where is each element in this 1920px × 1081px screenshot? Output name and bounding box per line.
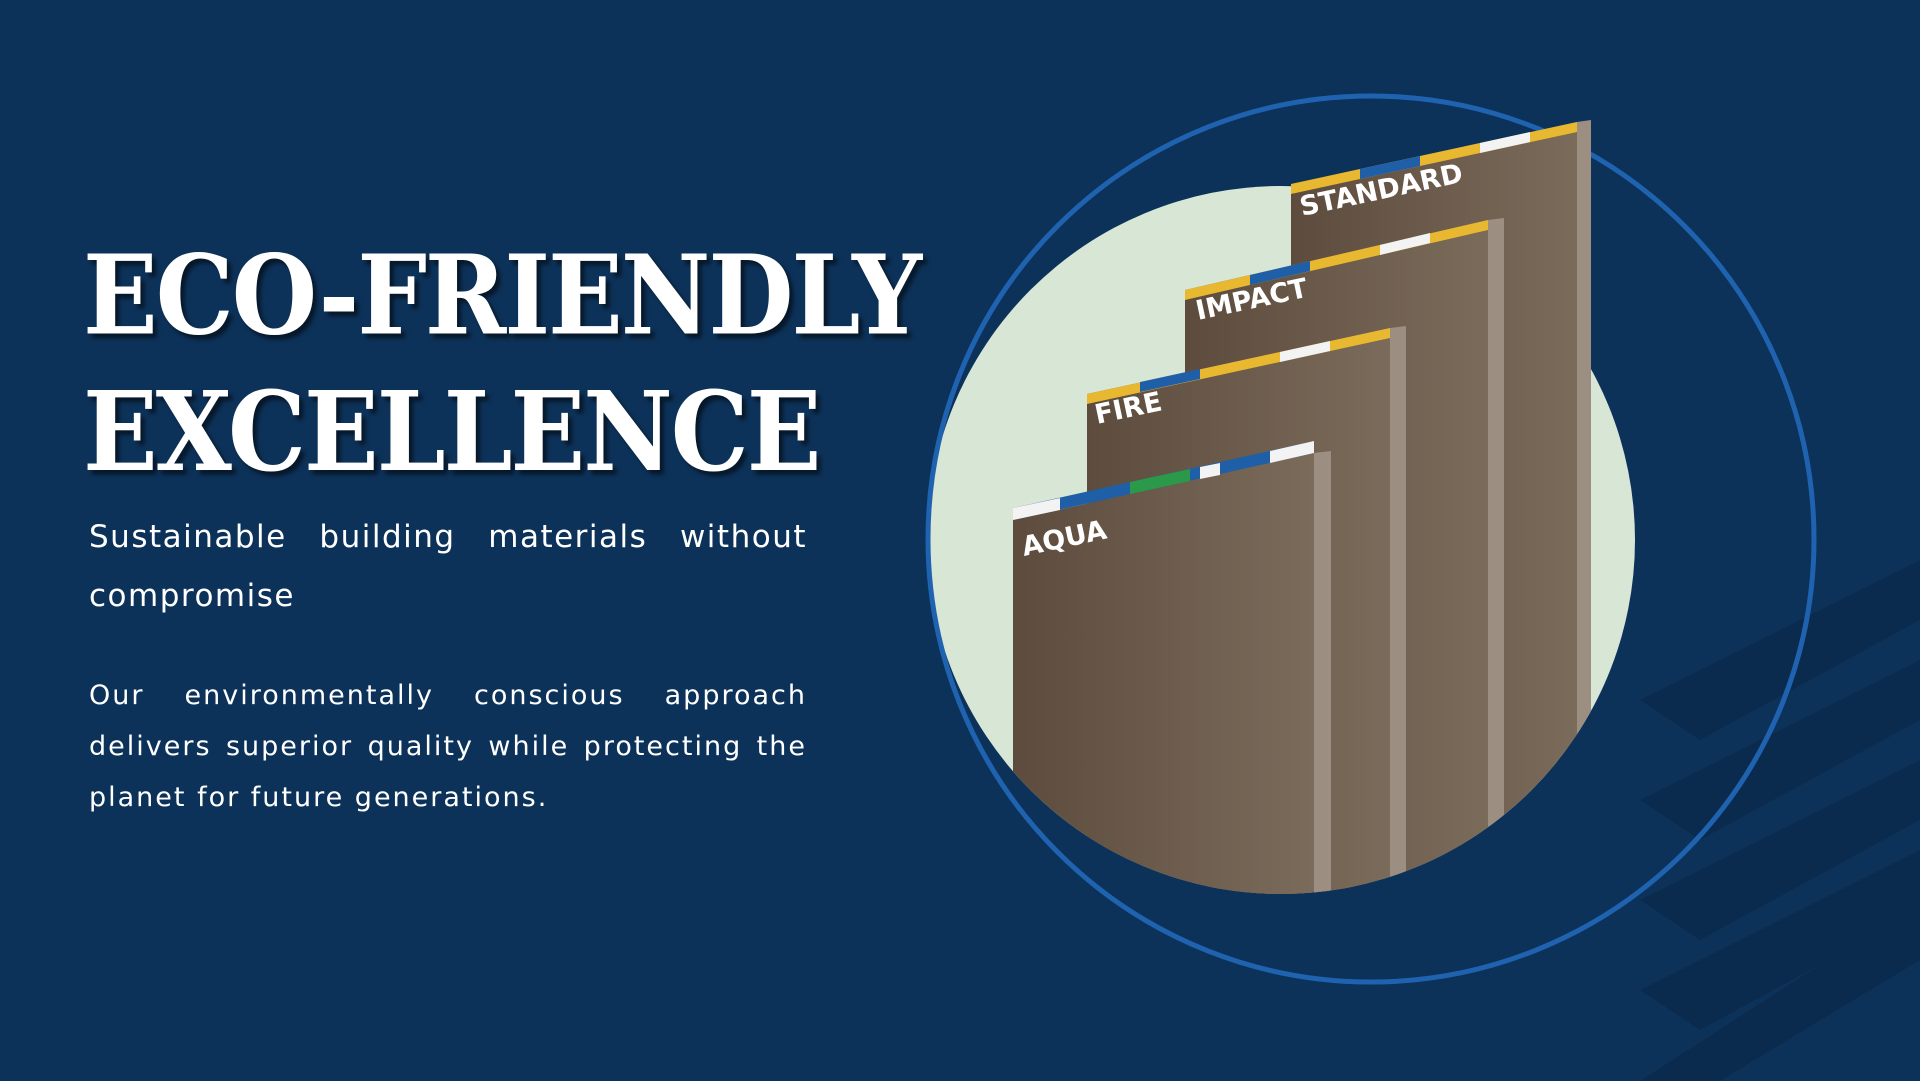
subtitle: Sustainable building materials without c… <box>89 519 807 614</box>
title-line-1: ECO-FRIENDLY <box>83 231 922 361</box>
background-chevrons <box>1640 560 1920 1081</box>
title-line-2: EXCELLENCE <box>83 368 821 497</box>
description: Our environmentally conscious approach d… <box>89 680 807 813</box>
ring-outline <box>925 93 1817 985</box>
board-aqua: AQUA <box>1013 441 1331 894</box>
